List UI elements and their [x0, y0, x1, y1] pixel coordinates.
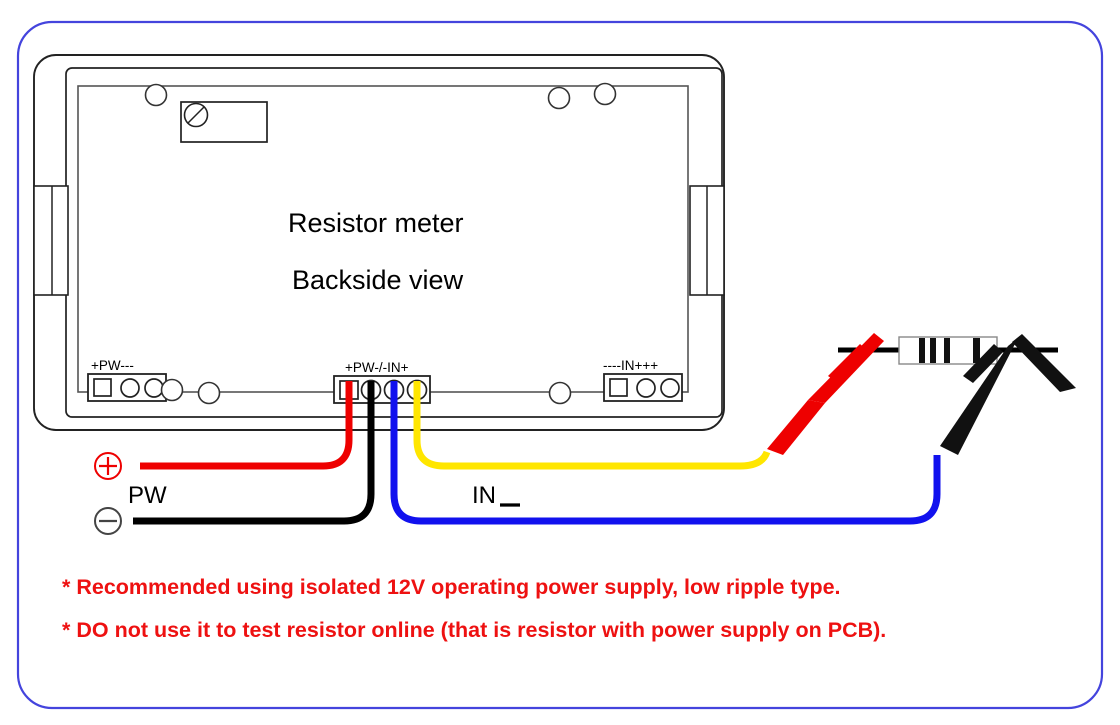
mounting-hole — [548, 381, 572, 405]
mounting-hole — [547, 86, 571, 110]
connector-pin — [144, 378, 164, 398]
meter-enclosure: +PW--- +PW-/-IN+ ----IN+++ — [33, 54, 725, 431]
resistor-under-test — [838, 336, 1058, 365]
adjustment-trimmer — [180, 101, 268, 143]
wire-power-negative — [133, 392, 375, 525]
right-connector-label: ----IN+++ — [603, 358, 658, 373]
connector-pin-square — [609, 378, 628, 397]
mounting-hole — [144, 83, 168, 107]
wire-input-negative — [390, 392, 941, 525]
note-line-1: * Recommended using isolated 12V operati… — [62, 575, 841, 599]
left-power-connector[interactable]: +PW--- — [87, 358, 184, 402]
device-title-line2: Backside view — [292, 265, 464, 295]
mounting-hole — [593, 82, 617, 106]
wire-power-positive — [140, 392, 353, 470]
note-line-2: * DO not use it to test resistor online … — [62, 618, 886, 642]
device-title-line1: Resistor meter — [288, 208, 464, 238]
connector-pin — [660, 378, 680, 398]
left-connector-label: +PW--- — [91, 358, 134, 373]
resistor-band — [930, 338, 936, 363]
resistor-band — [919, 338, 925, 363]
wire-input-positive — [413, 392, 771, 470]
right-input-connector[interactable]: ----IN+++ — [603, 358, 683, 402]
mounting-clip-right — [689, 185, 725, 296]
black-test-clip — [940, 334, 1076, 455]
connector-pin-square — [93, 378, 112, 397]
mounting-clip-left — [33, 185, 69, 296]
resistor-band — [973, 338, 980, 363]
connector-pin — [160, 378, 184, 402]
power-supply-label: PW — [128, 482, 167, 509]
supply-negative-terminal — [94, 507, 122, 535]
input-label: IN — [472, 482, 496, 509]
red-test-clip — [767, 333, 884, 455]
resistor-band — [944, 338, 950, 363]
connector-pin — [636, 378, 656, 398]
center-connector-label: +PW-/-IN+ — [345, 360, 409, 375]
connector-pin — [120, 378, 140, 398]
mounting-hole — [197, 381, 221, 405]
page-border — [16, 20, 1104, 710]
supply-positive-terminal — [94, 452, 122, 480]
pcb-board — [77, 85, 689, 393]
